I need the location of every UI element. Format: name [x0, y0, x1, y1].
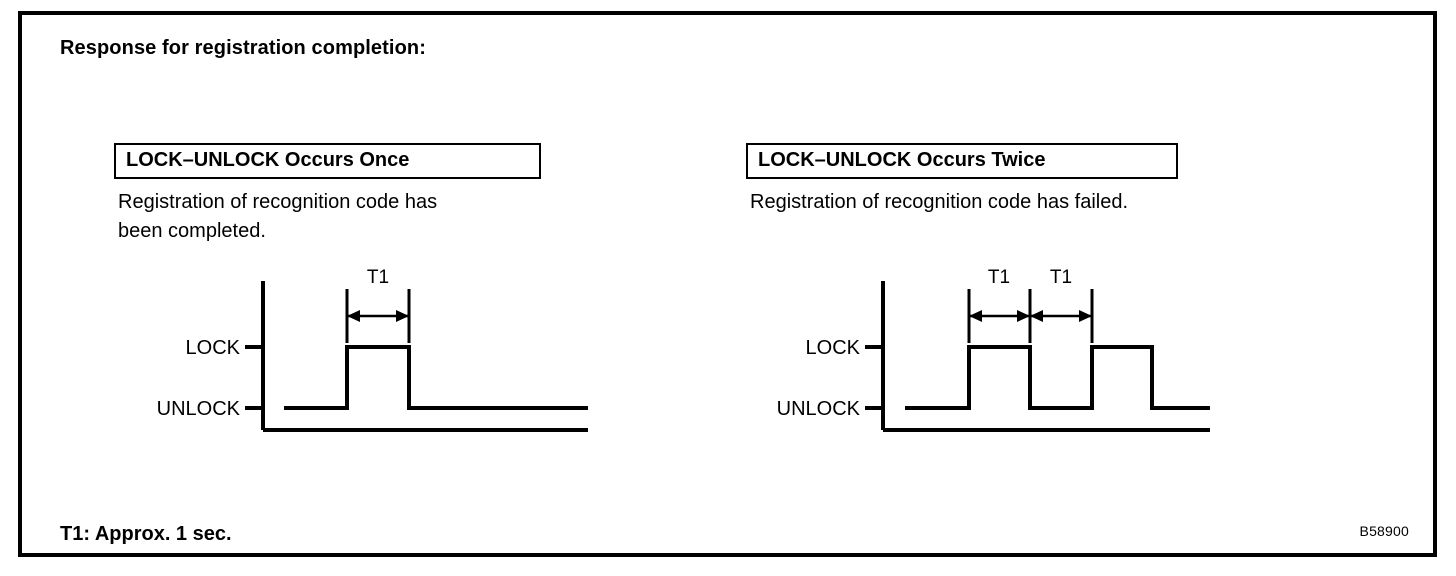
timing-chart-once: LOCK UNLOCK T1	[142, 267, 612, 447]
figure-reference-code: B58900	[1359, 523, 1409, 539]
dim-label-t1-1: T1	[367, 267, 389, 288]
axis-label-lock: LOCK	[186, 337, 241, 359]
panel-lock-unlock-once: LOCK–UNLOCK Occurs Once Registration of …	[114, 143, 541, 246]
page-title: Response for registration completion:	[60, 37, 426, 59]
dim-arrow-head-right-2	[1079, 310, 1092, 322]
panel-heading-twice: LOCK–UNLOCK Occurs Twice	[746, 143, 1178, 179]
timing-chart-twice: LOCK UNLOCK T1 T1	[722, 267, 1232, 447]
axis-label-unlock: UNLOCK	[157, 398, 241, 420]
panel-heading-once: LOCK–UNLOCK Occurs Once	[114, 143, 541, 179]
outer-frame: Response for registration completion: LO…	[18, 11, 1437, 557]
timing-chart-twice-svg: LOCK UNLOCK T1 T1	[777, 267, 1210, 432]
dim-label-t1-2: T1	[1050, 267, 1072, 288]
panel-description-twice: Registration of recognition code has fai…	[750, 191, 1129, 213]
dim-arrow-head-left-1	[969, 310, 982, 322]
axis-label-lock: LOCK	[806, 337, 861, 359]
dim-label-t1-1: T1	[988, 267, 1010, 288]
dim-arrow-head-left-2	[1030, 310, 1043, 322]
panel-lock-unlock-twice: LOCK–UNLOCK Occurs Twice Registration of…	[746, 143, 1178, 217]
timing-chart-once-svg: LOCK UNLOCK T1	[157, 267, 588, 432]
footnote-t1: T1: Approx. 1 sec.	[60, 523, 232, 545]
dim-arrow-head-left-1	[347, 310, 360, 322]
waveform-trace-twice	[905, 345, 1210, 410]
axis-label-unlock: UNLOCK	[777, 398, 861, 420]
dim-arrow-head-right-1	[1017, 310, 1030, 322]
panel-description-once: Registration of recognition code has bee…	[118, 191, 438, 242]
waveform-trace-once	[284, 345, 588, 410]
dim-arrow-head-right-1	[396, 310, 409, 322]
